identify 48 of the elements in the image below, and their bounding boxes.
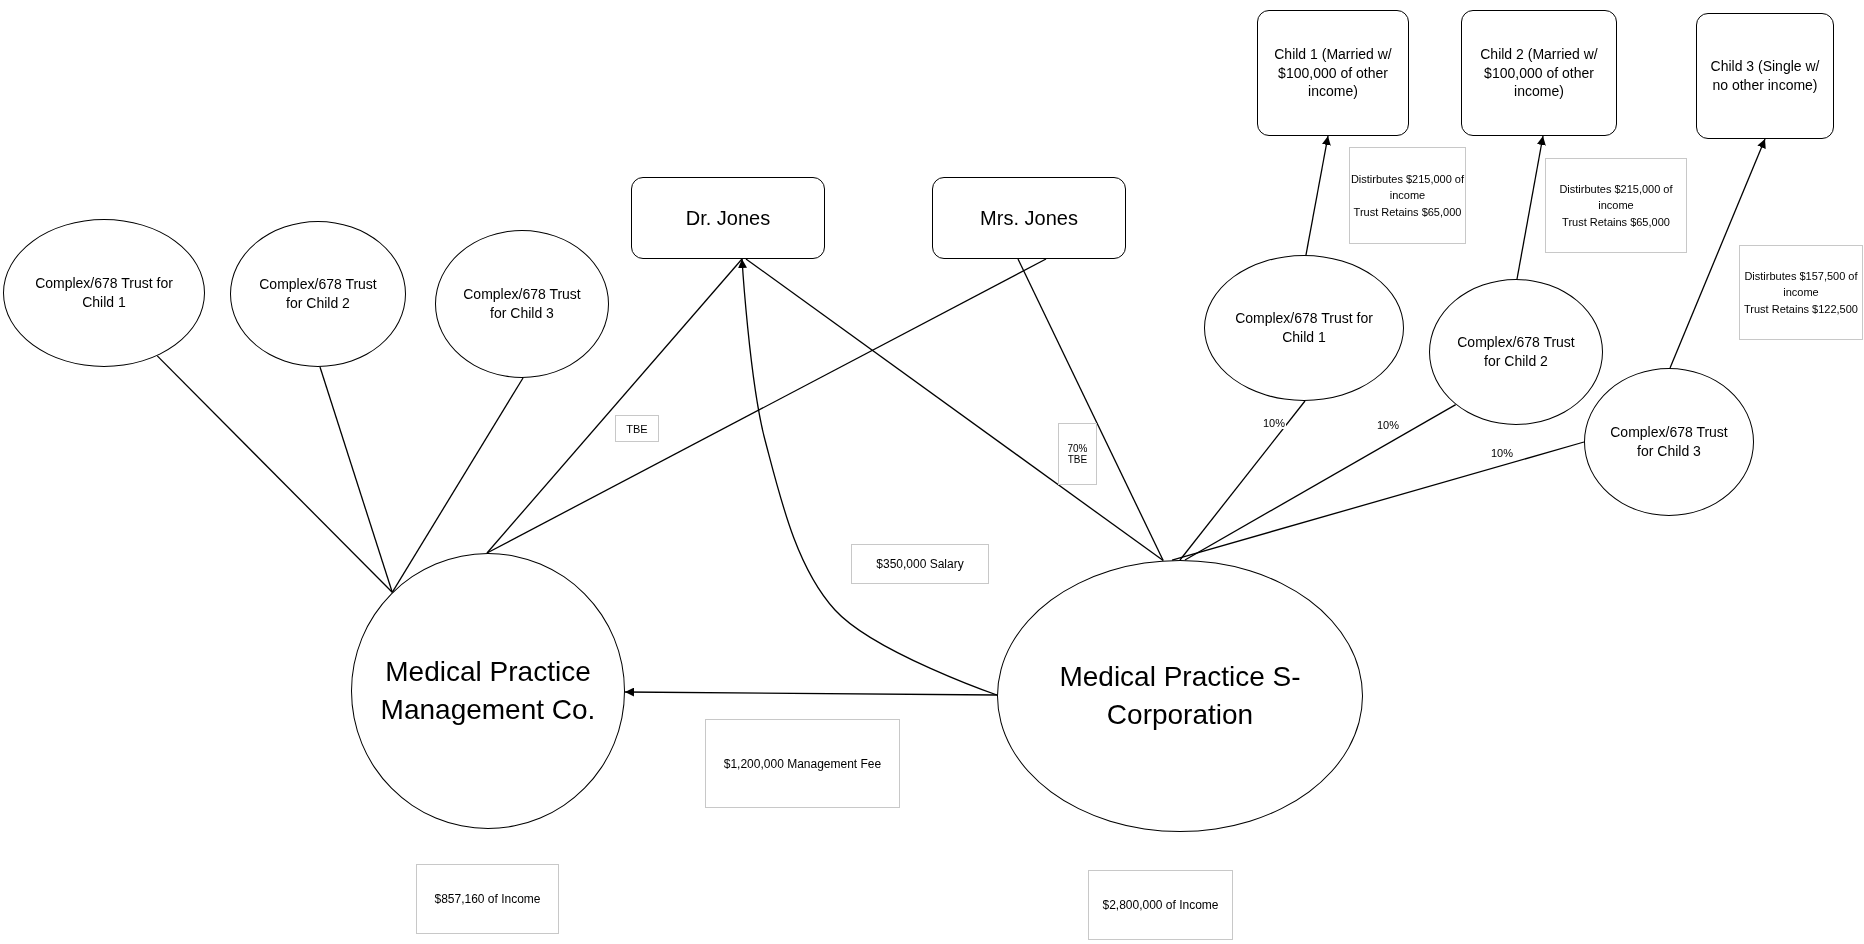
arrow [1516, 135, 1546, 280]
node-label: Child 2 (Married w/ $100,000 of other income) [1479, 44, 1599, 102]
note-text: Distirbutes $215,000 of income [1350, 171, 1465, 204]
connector-line [1184, 404, 1457, 561]
person-box [932, 177, 1126, 259]
note-text: Trust Retains $65,000 [1353, 204, 1462, 220]
node-label: Complex/678 Trust for Child 2 [258, 275, 378, 313]
note-text: Distirbutes $215,000 of income [1558, 181, 1674, 214]
note-label: $1,200,000 Management Fee [705, 719, 900, 808]
connector-line [486, 258, 1047, 554]
child-box [1696, 13, 1834, 139]
edge-label: 10% [1490, 447, 1515, 459]
arrow [624, 687, 998, 697]
child-box [1257, 10, 1409, 136]
node-label: Child 3 (Single w/ no other income) [1709, 57, 1821, 95]
arrow [1669, 138, 1766, 369]
note-label: 70% TBE [1058, 423, 1097, 485]
note-label: TBE [615, 415, 659, 442]
connector-line [1171, 441, 1585, 561]
arrow [738, 258, 998, 696]
node-label: Complex/678 Trust for Child 3 [462, 285, 582, 323]
connector-line [391, 377, 524, 593]
connector-line [745, 258, 1164, 562]
node-label: Complex/678 Trust for Child 2 [1456, 333, 1576, 371]
note-label: $857,160 of Income [416, 864, 559, 934]
note-label: $2,800,000 of Income [1088, 870, 1233, 940]
node-label: Dr. Jones [685, 205, 771, 231]
note-text: Distirbutes $157,500 of income [1743, 268, 1859, 301]
note-text: Trust Retains $122,500 [1744, 301, 1858, 317]
node-label: Medical Practice S-Corporation [1058, 660, 1302, 732]
person-box [631, 177, 825, 259]
arrow [1305, 135, 1331, 256]
node-label: Complex/678 Trust for Child 1 [34, 274, 174, 312]
connector-line [1179, 400, 1306, 561]
node-label: Medical Practice Management Co. [379, 655, 597, 727]
connector-line [486, 258, 743, 554]
connector-line [156, 355, 393, 593]
child-box [1461, 10, 1617, 136]
edge-label: 10% [1376, 419, 1401, 431]
edge-label: 10% [1262, 417, 1287, 429]
connector-line [319, 366, 393, 593]
node-label: Complex/678 Trust for Child 1 [1234, 309, 1374, 347]
node-label: Child 1 (Married w/ $100,000 of other income) [1273, 44, 1393, 102]
node-label: Complex/678 Trust for Child 3 [1609, 423, 1729, 461]
node-label: Mrs. Jones [980, 205, 1078, 231]
note-text: Trust Retains $65,000 [1562, 214, 1670, 230]
connector-line [1017, 258, 1164, 562]
note-label: $350,000 Salary [851, 544, 989, 584]
